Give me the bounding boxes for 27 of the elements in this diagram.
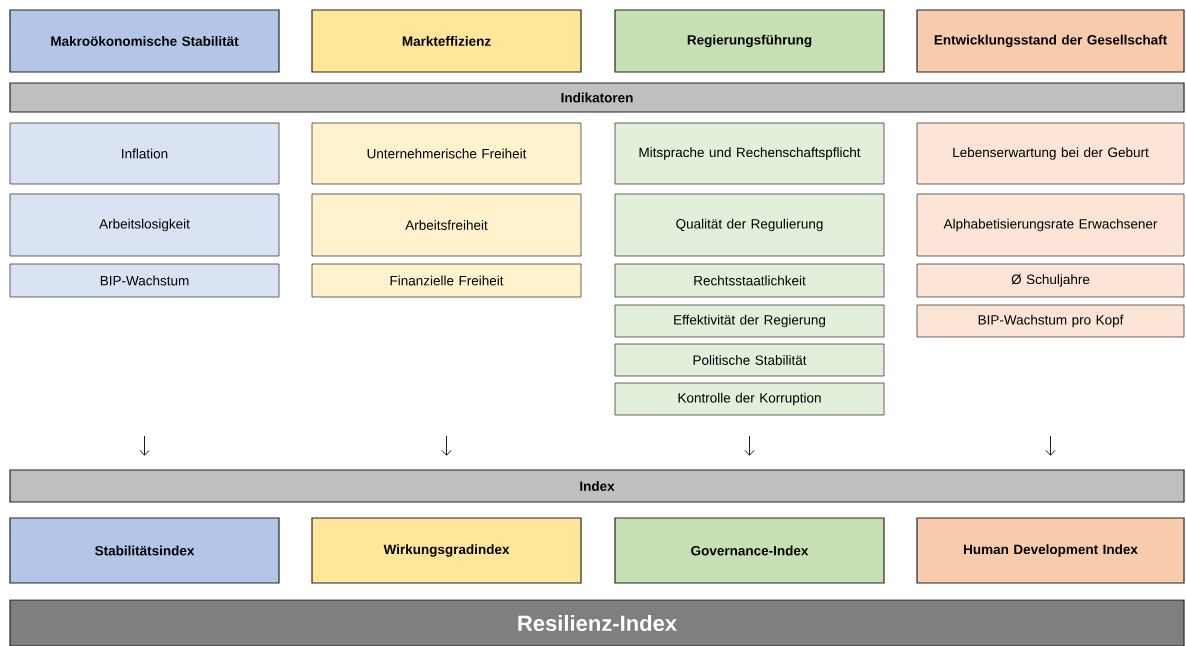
indicator-box: Arbeitslosigkeit — [9, 193, 280, 257]
category-box: Governance-Index — [614, 517, 885, 584]
category-box: Regierungsführung — [614, 9, 885, 73]
indicator-box: BIP-Wachstum pro Kopf — [916, 304, 1185, 338]
indicator-box: Politische Stabilität — [614, 343, 885, 377]
category-box: Markteffizienz — [311, 9, 582, 73]
category-box: Human Development Index — [916, 517, 1185, 584]
indicator-box: Alphabetisierungsrate Erwachsener — [916, 193, 1185, 257]
indicator-box: BIP-Wachstum — [9, 263, 280, 298]
indicator-box: Qualität der Regulierung — [614, 193, 885, 257]
indicator-box: Effektivität der Regierung — [614, 304, 885, 338]
section-band: Indikatoren — [9, 82, 1185, 113]
indicator-box: Lebenserwartung bei der Geburt — [916, 122, 1185, 185]
indicator-box: Unternehmerische Freiheit — [311, 122, 582, 185]
indicator-box: Inflation — [9, 122, 280, 185]
indicator-box: Kontrolle der Korruption — [614, 382, 885, 416]
category-box: Wirkungsgradindex — [311, 517, 582, 584]
category-box: Makroökonomische Stabilität — [9, 9, 280, 73]
indicator-box: Mitsprache und Rechenschaftspflicht — [614, 122, 885, 185]
section-band: Index — [9, 469, 1185, 503]
indicator-box: Rechtsstaatlichkeit — [614, 263, 885, 298]
indicator-box: Finanzielle Freiheit — [311, 263, 582, 298]
result-band: Resilienz-Index — [9, 599, 1185, 646]
indicator-box: Arbeitsfreiheit — [311, 193, 582, 257]
category-box: Entwicklungsstand der Gesellschaft — [916, 9, 1185, 73]
indicator-box: Ø Schuljahre — [916, 263, 1185, 298]
category-box: Stabilitätsindex — [9, 517, 280, 584]
